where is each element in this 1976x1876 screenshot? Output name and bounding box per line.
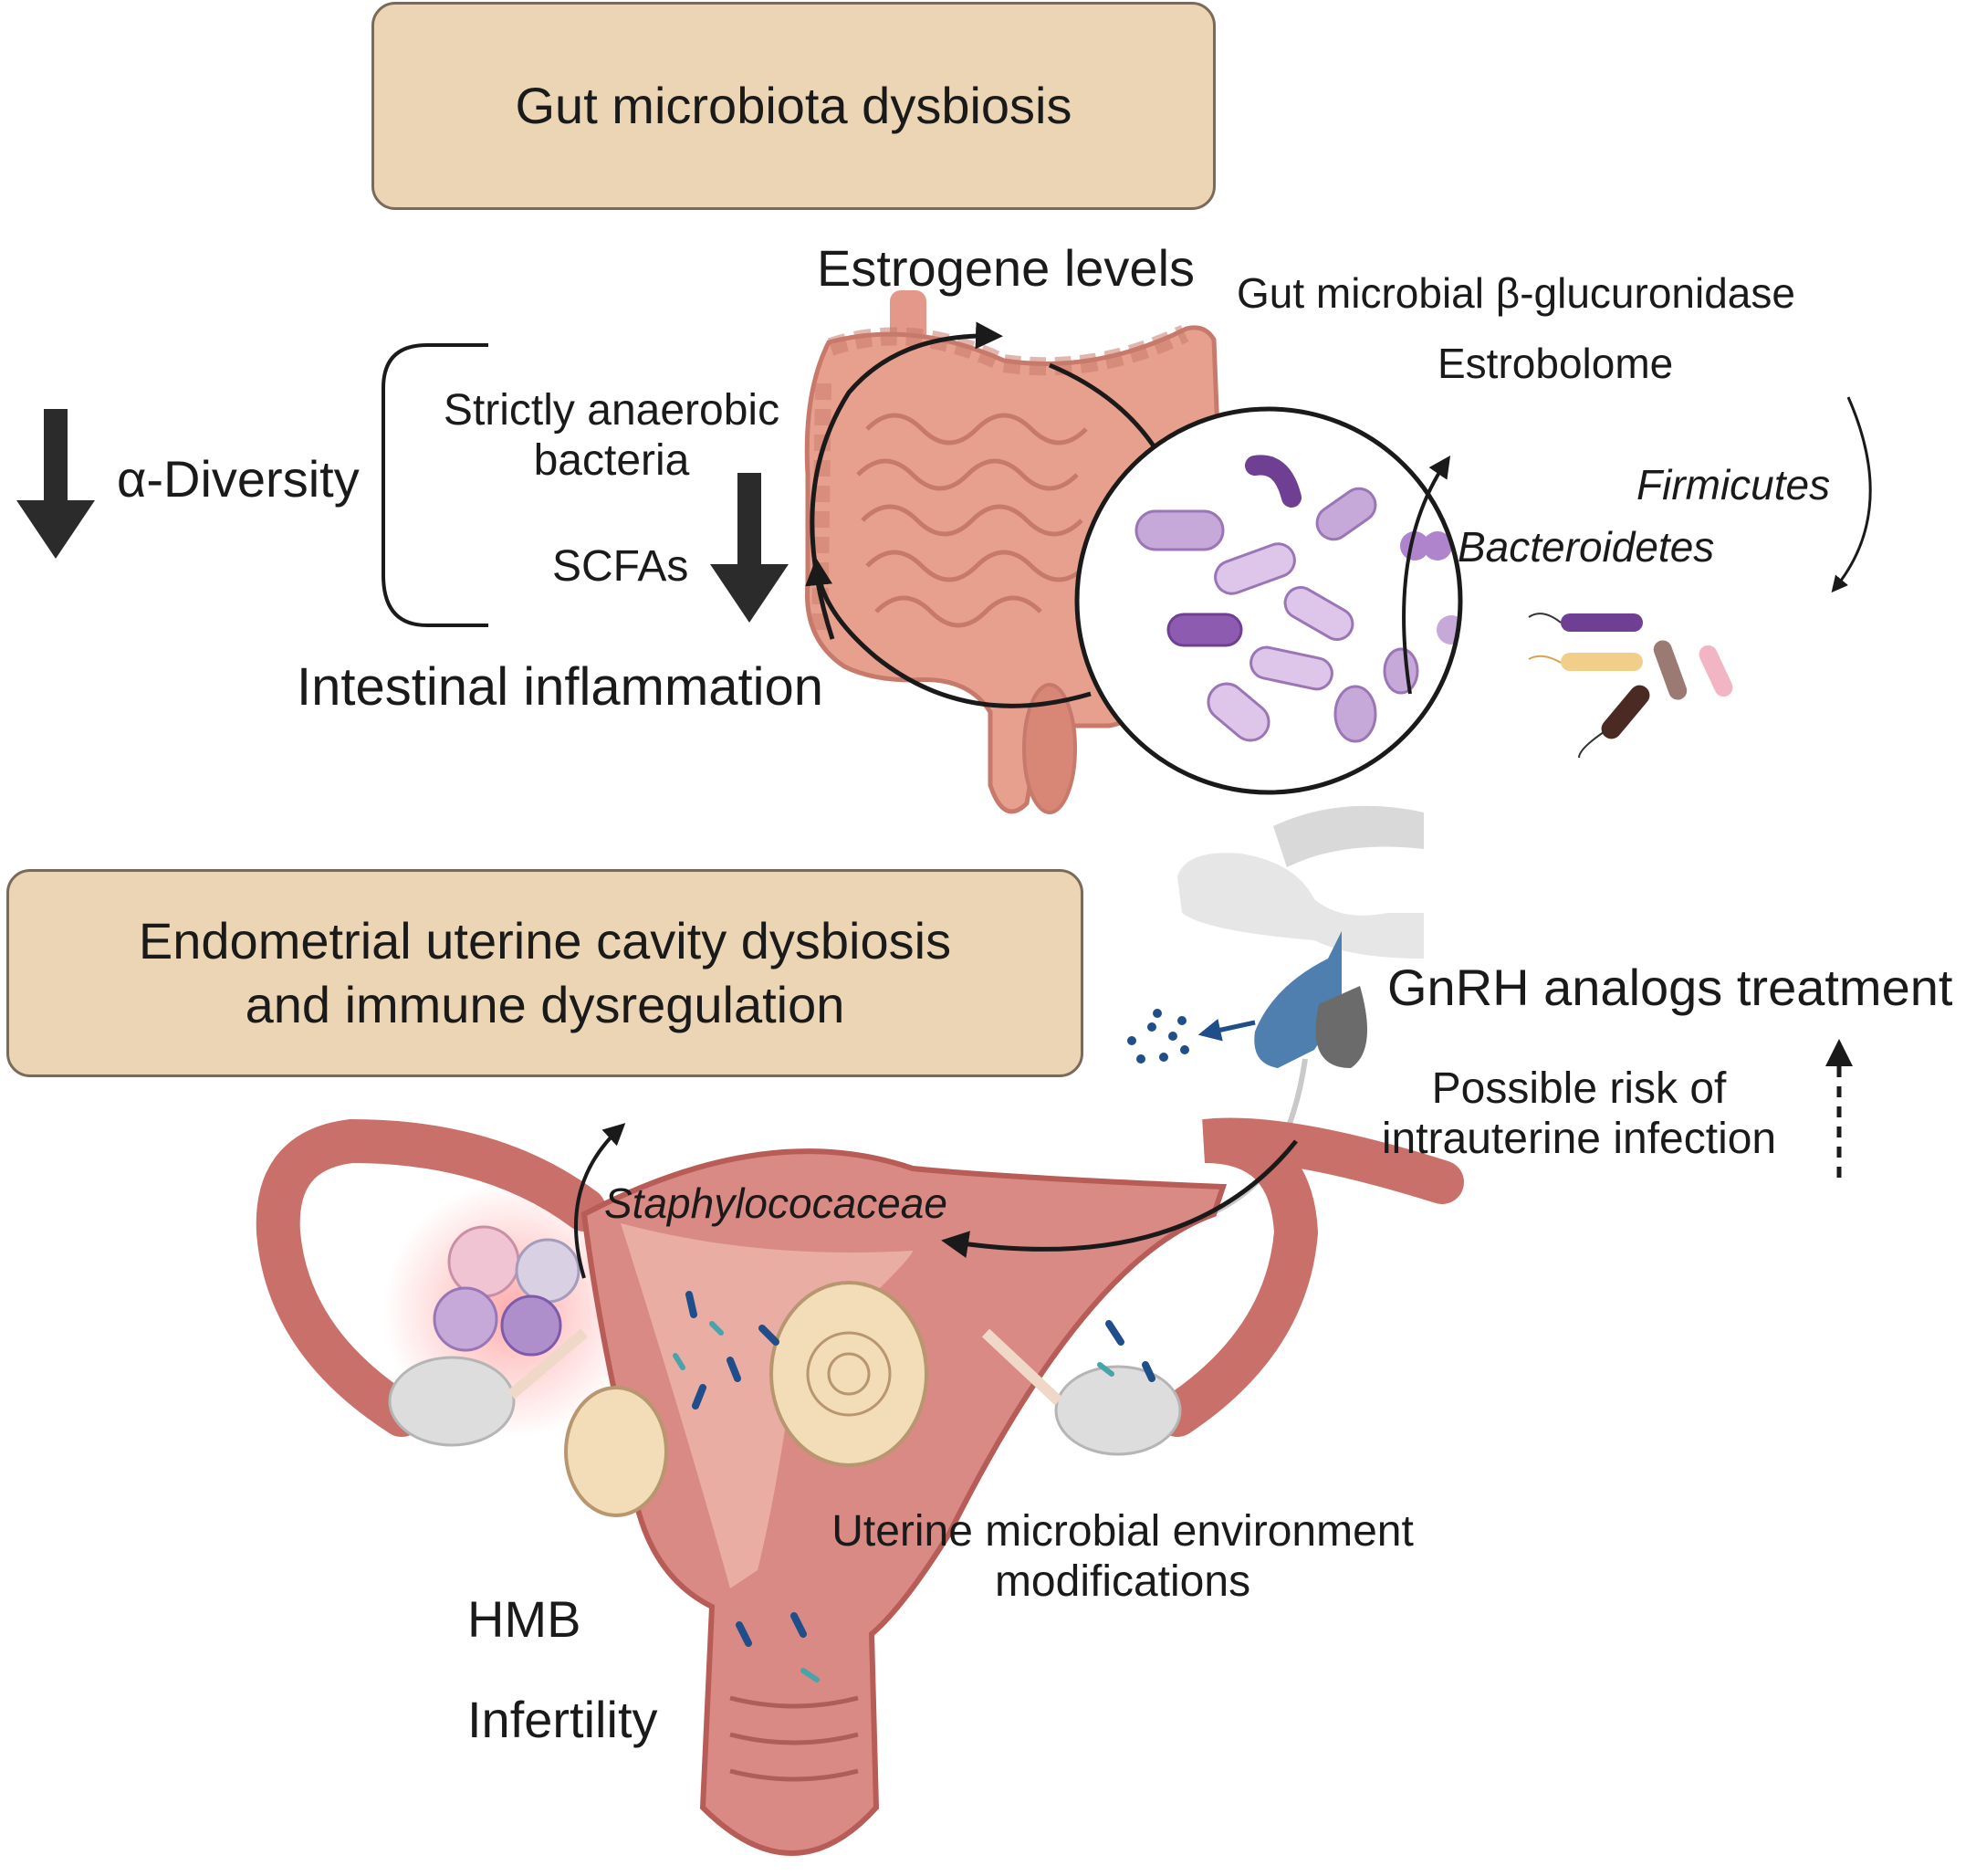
alpha-diversity-down-arrow xyxy=(16,409,95,559)
scfas-label: SCFAs xyxy=(552,542,689,591)
gut-dysbiosis-header: Gut microbiota dysbiosis xyxy=(371,2,1216,210)
risk-line1: Possible risk of xyxy=(1431,1064,1727,1113)
risk-line2: intrauterine infection xyxy=(1381,1115,1777,1164)
firmicutes-label: Firmicutes xyxy=(1636,461,1831,508)
endometrial-header-line2: and immune dysregulation xyxy=(245,976,845,1033)
intestinal-inflammation-label: Intestinal inflammation xyxy=(297,657,824,717)
infertility-label: Infertility xyxy=(467,1691,658,1748)
estrobolome-label: Estrobolome xyxy=(1438,340,1674,387)
env-line1: Uterine microbial environment xyxy=(831,1507,1414,1556)
env-line2: modifications xyxy=(994,1557,1251,1607)
bacteria-cluster xyxy=(1528,613,1733,759)
anaerobic-line2: bacteria xyxy=(533,436,690,486)
glucuronidase-label: Gut microbial β-glucuronidase xyxy=(1237,269,1795,317)
anaerobic-bacteria-label: Strictly anaerobic bacteria xyxy=(429,385,794,486)
intrauterine-infection-risk-label: Possible risk of intrauterine infection xyxy=(1360,1064,1798,1164)
alpha-diversity-label: α-Diversity xyxy=(117,450,360,508)
staphylococaceae-label: Staphylococaceae xyxy=(604,1179,947,1227)
estrogen-levels-label: Estrogene levels xyxy=(817,239,1196,297)
bracket xyxy=(382,343,488,627)
scfas-down-arrow xyxy=(710,473,789,623)
endometrial-dysbiosis-header: Endometrial uterine cavity dysbiosis and… xyxy=(6,869,1083,1077)
uterus-illustration xyxy=(256,1117,1464,1856)
hmb-label: HMB xyxy=(467,1590,581,1648)
anaerobic-line1: Strictly anaerobic xyxy=(443,386,780,435)
bacteria-magnifier xyxy=(1074,406,1463,795)
uterine-environment-label: Uterine microbial environment modificati… xyxy=(803,1506,1442,1607)
gut-header-text: Gut microbiota dysbiosis xyxy=(515,77,1072,134)
bacteroidetes-label: Bacteroidetes xyxy=(1458,523,1715,571)
endometrial-header-line1: Endometrial uterine cavity dysbiosis xyxy=(138,912,952,969)
gnrh-treatment-label: GnRH analogs treatment xyxy=(1387,959,1953,1016)
